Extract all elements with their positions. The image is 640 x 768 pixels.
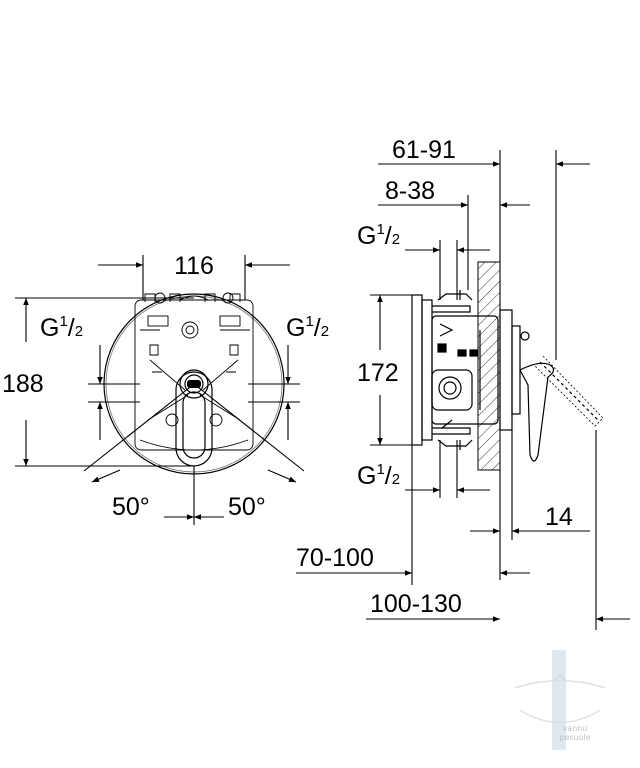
projection-dimension: [470, 430, 590, 540]
angle-dimension: [83, 383, 305, 520]
angle-right-label: 50°: [228, 493, 266, 521]
watermark-text: vannu pesuole: [545, 724, 605, 742]
angle-left-label: 50°: [112, 493, 150, 521]
projection-label: 14: [545, 503, 573, 531]
left-connection-dimension: [88, 345, 140, 440]
wall-range-1-label: 70-100: [296, 544, 374, 572]
front-height-label: 188: [2, 370, 44, 398]
depth-front-label: 8-38: [385, 177, 435, 205]
depth-total-label: 61-91: [392, 136, 456, 164]
wall: [477, 261, 501, 471]
side-height-label: 172: [357, 359, 399, 387]
watermark-line-2: pesuole: [559, 733, 591, 742]
right-connection-label: G1/2: [286, 313, 329, 342]
height-dimension: [15, 297, 194, 467]
watermark-line-1: vannu: [562, 724, 588, 733]
side-handle: [499, 309, 604, 462]
wall-range-2-label: 100-130: [370, 590, 462, 618]
front-view: 116 188 G1/2 G1/2: [2, 252, 329, 525]
left-connection-label: G1/2: [40, 313, 83, 342]
wall-range-1-dimension: [296, 445, 530, 585]
width-dimension: [98, 255, 290, 300]
width-label: 116: [174, 252, 214, 280]
top-connection-dimension: [405, 240, 490, 300]
top-connection-label: G1/2: [357, 221, 400, 250]
depth-total-dimension: [378, 150, 590, 360]
depth-front-dimension: [378, 195, 530, 290]
side-valve-body: [431, 315, 499, 429]
bottom-connection-dimension: [405, 440, 490, 498]
wall-range-2-dimension: [366, 430, 630, 630]
valve-body: [134, 292, 254, 451]
side-height-dimension: [370, 294, 412, 446]
bottom-connection-label: G1/2: [357, 461, 400, 490]
watermark-logo: [514, 650, 606, 750]
side-view: 61-91 8-38 G1/2 172: [296, 136, 630, 630]
right-connection-dimension: [248, 345, 300, 440]
